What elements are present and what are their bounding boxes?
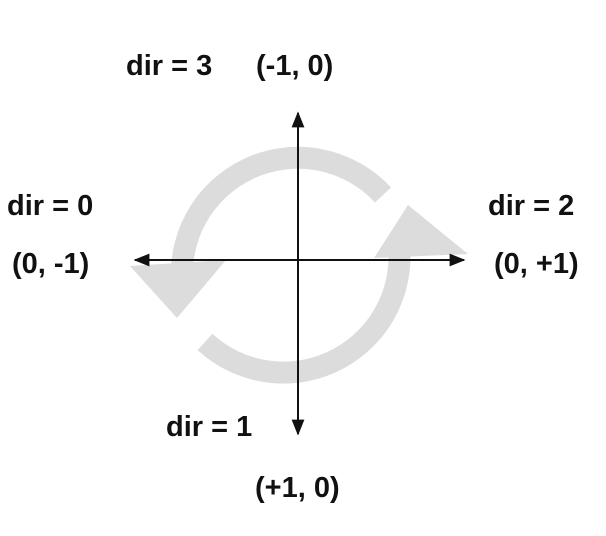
lower-rotation-arc <box>197 236 411 384</box>
vector-left-label: (0, -1) <box>12 248 90 280</box>
vector-up-label: (-1, 0) <box>256 50 334 82</box>
dir-left-label: dir = 0 <box>7 190 94 222</box>
circular-arrows-icon <box>170 146 411 384</box>
dir-right-label: dir = 2 <box>488 190 575 222</box>
vector-down-label: (+1, 0) <box>255 472 340 504</box>
rotation-arrowhead-right-icon <box>374 205 468 258</box>
vector-right-label: (0, +1) <box>494 248 579 280</box>
upper-rotation-arc <box>170 146 392 292</box>
rotation-arrowhead-left-icon <box>130 260 226 318</box>
dir-down-label: dir = 1 <box>166 411 253 443</box>
dir-up-label: dir = 3 <box>126 50 213 82</box>
